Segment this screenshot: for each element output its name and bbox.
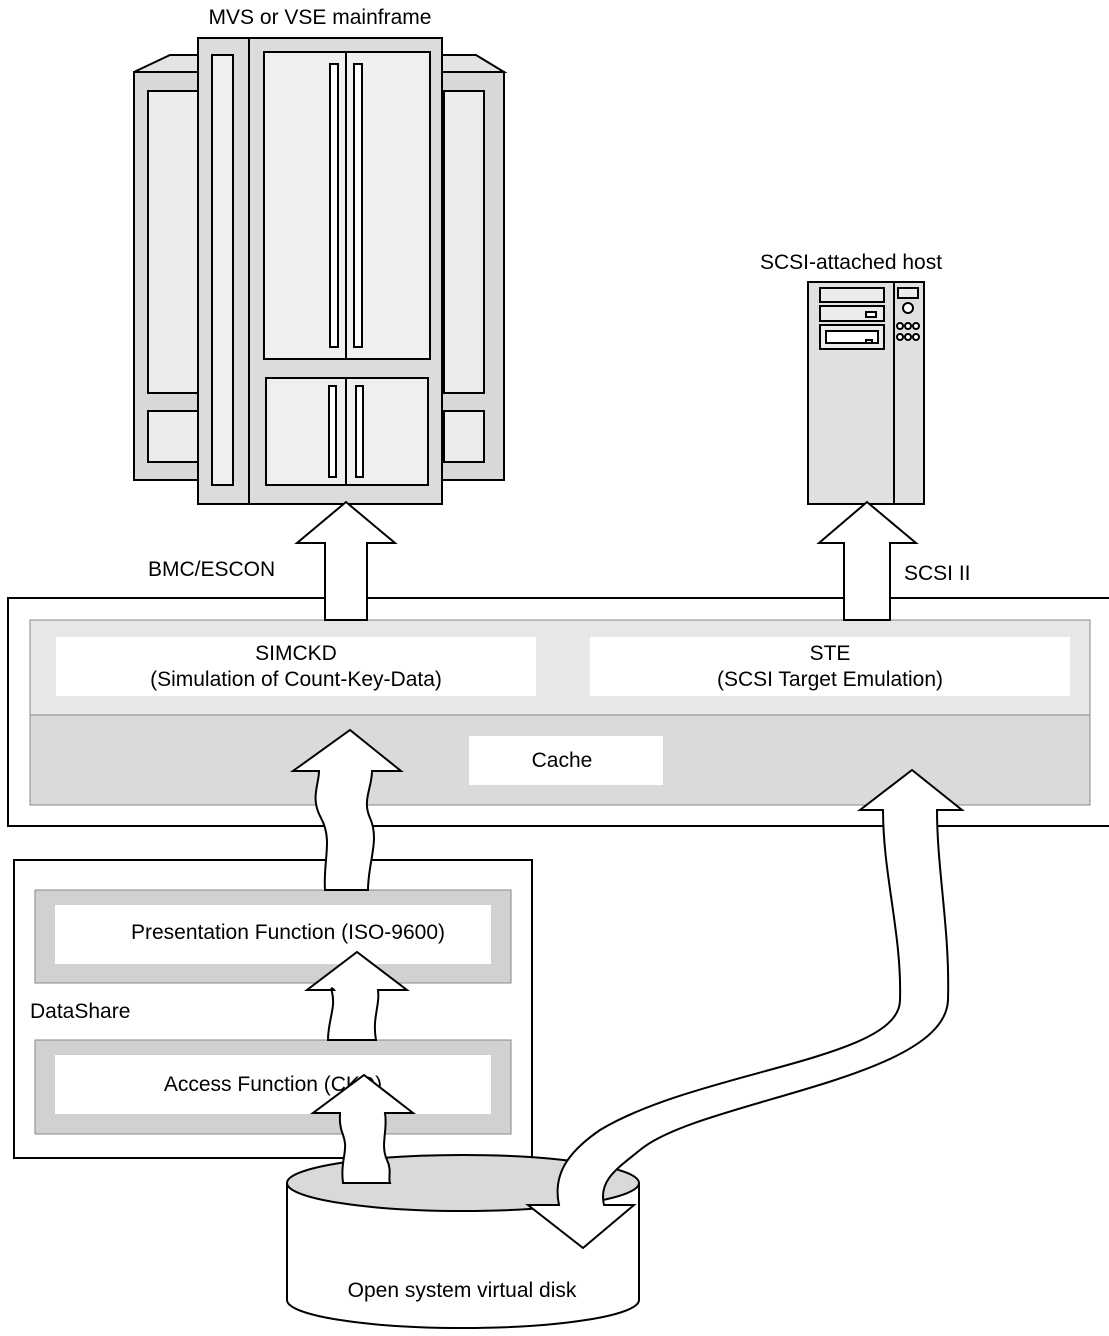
- ste-box: [590, 637, 1070, 696]
- ste-title: STE: [810, 642, 851, 665]
- ste-subtitle: (SCSI Target Emulation): [717, 668, 943, 691]
- cache-label: Cache: [532, 749, 593, 772]
- presentation-box: [55, 905, 491, 964]
- scsi-ii-arrow: [816, 500, 919, 621]
- cache-box: [469, 736, 663, 785]
- access-label: Access Function (CKD): [164, 1073, 382, 1096]
- scsi-ii-label: SCSI II: [904, 562, 971, 585]
- bmc-escon-arrow: [294, 500, 398, 621]
- disk-to-access-arrow: [309, 1073, 416, 1184]
- scsi-host-label: SCSI-attached host: [760, 251, 942, 274]
- mainframe-label: MVS or VSE mainframe: [209, 6, 432, 29]
- simckd-box: [56, 637, 536, 696]
- storage-subsystem-box: [7, 597, 1109, 827]
- datashare-label: DataShare: [30, 1000, 130, 1023]
- simckd-subtitle: (Simulation of Count-Key-Data): [150, 668, 442, 691]
- presentation-label: Presentation Function (ISO-9600): [131, 921, 445, 944]
- cache-to-disk-arrow: [525, 768, 965, 1250]
- mainframe-icon: [133, 37, 508, 505]
- datashare-to-cache-arrow: [289, 728, 404, 891]
- scsi-host-icon: [807, 281, 925, 505]
- access-to-presentation-arrow: [304, 950, 410, 1041]
- simckd-title: SIMCKD: [255, 642, 337, 665]
- datashare-box: [13, 859, 533, 1159]
- bmc-escon-label: BMC/ESCON: [148, 558, 275, 581]
- access-box: [55, 1055, 491, 1114]
- disk-label: Open system virtual disk: [348, 1279, 577, 1302]
